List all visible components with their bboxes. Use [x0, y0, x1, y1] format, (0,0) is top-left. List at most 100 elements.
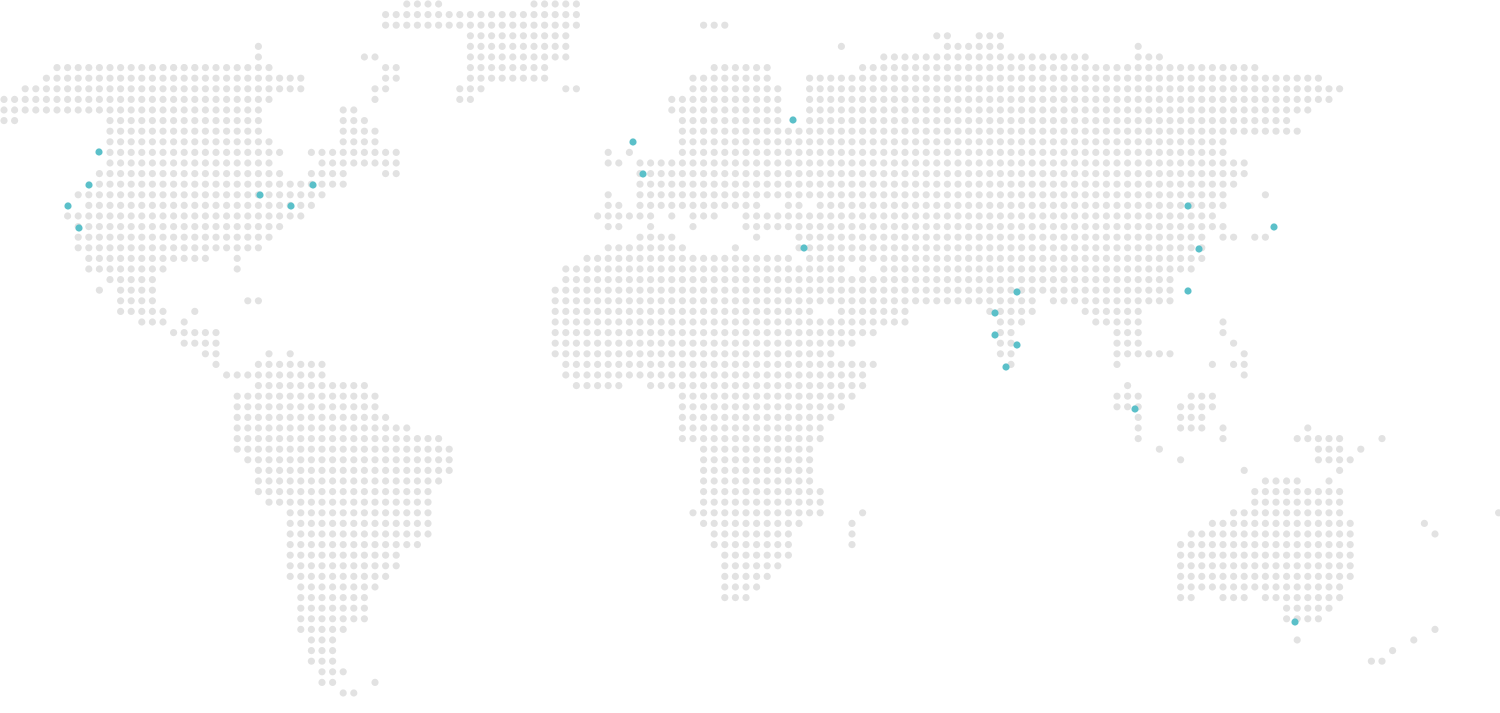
land-dot: [922, 276, 930, 284]
location-marker[interactable]: [1013, 288, 1021, 296]
location-marker[interactable]: [75, 224, 83, 232]
land-dot: [668, 244, 676, 252]
land-dot: [657, 318, 665, 326]
land-dot: [837, 339, 846, 347]
location-marker[interactable]: [789, 116, 797, 124]
land-dot: [170, 106, 178, 114]
land-dot: [689, 74, 697, 82]
land-dot: [562, 307, 570, 315]
land-dot: [583, 371, 591, 379]
location-marker[interactable]: [800, 244, 808, 252]
land-dot: [276, 435, 284, 443]
location-marker[interactable]: [1131, 405, 1139, 413]
land-dot: [117, 85, 125, 93]
land-dot: [307, 519, 315, 528]
land-dot: [1187, 191, 1195, 199]
land-dot: [254, 403, 262, 411]
land-dot: [848, 360, 856, 368]
land-dot: [233, 148, 241, 156]
land-dot: [774, 382, 782, 390]
location-marker[interactable]: [1270, 223, 1278, 231]
land-dot: [212, 180, 220, 188]
location-marker[interactable]: [1291, 618, 1299, 626]
land-dot: [848, 127, 856, 135]
land-dot: [1134, 42, 1142, 51]
location-marker[interactable]: [1184, 287, 1192, 295]
location-marker[interactable]: [85, 181, 93, 189]
land-dot: [880, 95, 888, 103]
land-dot: [636, 180, 644, 188]
land-dot: [254, 201, 262, 209]
location-marker[interactable]: [639, 170, 647, 178]
land-dot: [731, 170, 740, 178]
land-dot: [615, 159, 623, 167]
land-dot: [1092, 318, 1100, 326]
location-marker[interactable]: [309, 181, 317, 189]
land-dot: [700, 117, 708, 125]
land-dot: [933, 95, 941, 103]
land-dot: [1283, 572, 1291, 581]
location-marker[interactable]: [1195, 245, 1203, 253]
land-dot: [943, 276, 952, 284]
land-dot: [1251, 583, 1259, 591]
land-dot: [1049, 53, 1057, 61]
land-dot: [1304, 615, 1312, 623]
land-dot: [1314, 509, 1322, 517]
land-dot: [753, 562, 761, 570]
land-dot: [901, 64, 909, 72]
land-dot: [53, 64, 61, 72]
location-marker[interactable]: [287, 202, 295, 210]
location-marker[interactable]: [95, 148, 103, 156]
land-dot: [360, 403, 368, 411]
land-dot: [360, 541, 368, 549]
land-dot: [307, 530, 315, 538]
land-dot: [880, 117, 888, 125]
location-marker[interactable]: [256, 191, 264, 199]
location-marker[interactable]: [629, 138, 637, 146]
location-marker[interactable]: [64, 202, 72, 210]
land-dot: [625, 318, 634, 326]
land-dot: [806, 403, 814, 411]
land-dot: [1102, 170, 1110, 178]
land-dot: [827, 318, 835, 326]
land-dot: [848, 519, 856, 528]
land-dot: [742, 64, 750, 72]
land-dot: [837, 244, 846, 252]
location-marker[interactable]: [1013, 341, 1021, 349]
location-marker[interactable]: [1002, 363, 1010, 371]
land-dot: [1230, 127, 1238, 135]
land-dot: [1346, 572, 1354, 581]
land-dot: [148, 297, 156, 305]
land-dot: [403, 424, 411, 432]
land-dot: [519, 64, 528, 72]
location-marker[interactable]: [1184, 202, 1192, 210]
land-dot: [795, 148, 803, 156]
land-dot: [1155, 223, 1163, 231]
land-dot: [1134, 64, 1142, 72]
land-dot: [742, 265, 750, 273]
land-dot: [1018, 159, 1026, 167]
land-dot: [148, 265, 156, 273]
land-dot: [1155, 350, 1163, 358]
land-dot: [827, 212, 835, 220]
land-dot: [1049, 127, 1057, 135]
land-dot: [1102, 180, 1110, 188]
location-marker[interactable]: [991, 309, 999, 317]
land-dot: [572, 307, 581, 315]
land-dot: [1155, 212, 1163, 220]
land-dot: [1208, 360, 1216, 368]
land-dot: [456, 85, 464, 93]
land-dot: [1219, 572, 1227, 581]
land-dot: [1198, 530, 1206, 538]
land-dot: [318, 594, 326, 602]
land-dot: [159, 318, 167, 326]
land-dot: [1314, 85, 1322, 93]
land-dot: [382, 170, 390, 178]
land-dot: [403, 466, 411, 474]
land-dot: [731, 445, 740, 453]
land-dot: [869, 170, 877, 178]
land-dot: [1208, 572, 1216, 581]
land-dot: [901, 286, 909, 294]
location-marker[interactable]: [991, 331, 999, 339]
land-dot: [837, 360, 846, 368]
